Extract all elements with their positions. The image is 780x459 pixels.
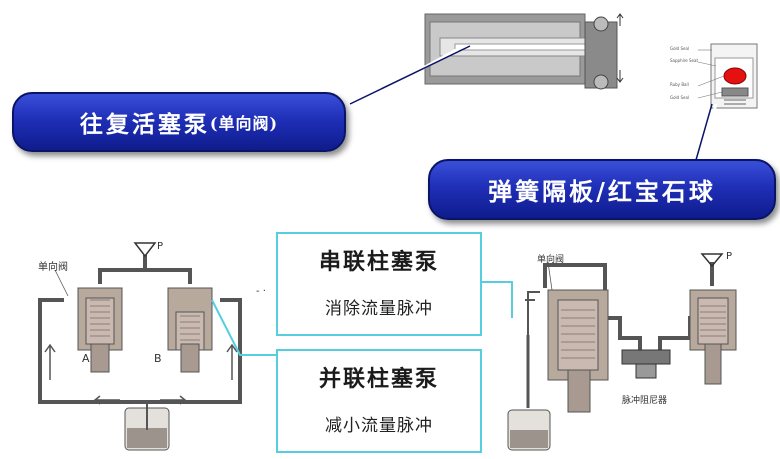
pump-b [167,287,213,373]
right-check-valve-label: 单向阀 [537,255,565,265]
right-pressure-label: P [726,251,733,262]
valve-label-gold-seal-top: Gold Seal [670,46,690,51]
left-pressure-label: P [157,241,164,252]
pulse-damper-label: 脉冲阻尼器 [622,396,668,406]
banner-spring-ruby-ball: 弹簧隔板/红宝石球 [428,159,776,220]
pump-b-label: B [154,352,162,365]
banner-piston-pump-note: (单向阀) [209,114,279,133]
left-dash-mark: - · [256,286,266,297]
solvent-reservoir-right [507,409,551,451]
banner-spring-ruby-title: 弹簧隔板/红宝石球 [488,177,716,206]
pulse-damper [621,349,671,379]
parallel-pump-desc: 减小流量脉冲 [325,416,433,436]
left-check-valve-label: 单向阀 [38,262,68,273]
series-pump-title: 串联柱塞泵 [318,249,439,275]
pressure-triangle-left [133,242,157,258]
piston-assembly [349,13,624,110]
pressure-triangle-right [700,253,724,268]
series-pump-1 [547,289,609,413]
parallel-pump-diagram [38,255,242,405]
banner-reciprocating-piston-pump: 往复活塞泵(单向阀) [12,92,346,152]
pump-a [77,287,123,373]
series-pump-2 [689,289,737,385]
check-valve-detail [695,43,758,161]
pump-a-label: A [82,352,90,365]
valve-label-gold-seal-bottom: Gold Seal [670,95,690,100]
parallel-pump-title: 并联柱塞泵 [318,366,439,392]
callout-connectors [211,281,513,356]
callout-parallel-pump: 并联柱塞泵 减小流量脉冲 [276,349,482,453]
valve-label-ruby-ball: Ruby Ball [670,82,689,87]
valve-label-sapphire-seat: Sapphire Seat [670,58,699,63]
series-pump-desc: 消除流量脉冲 [325,299,433,319]
banner-piston-pump-title: 往复活塞泵 [79,111,210,138]
solvent-reservoir-left [124,402,170,451]
callout-series-pump: 串联柱塞泵 消除流量脉冲 [276,232,482,336]
